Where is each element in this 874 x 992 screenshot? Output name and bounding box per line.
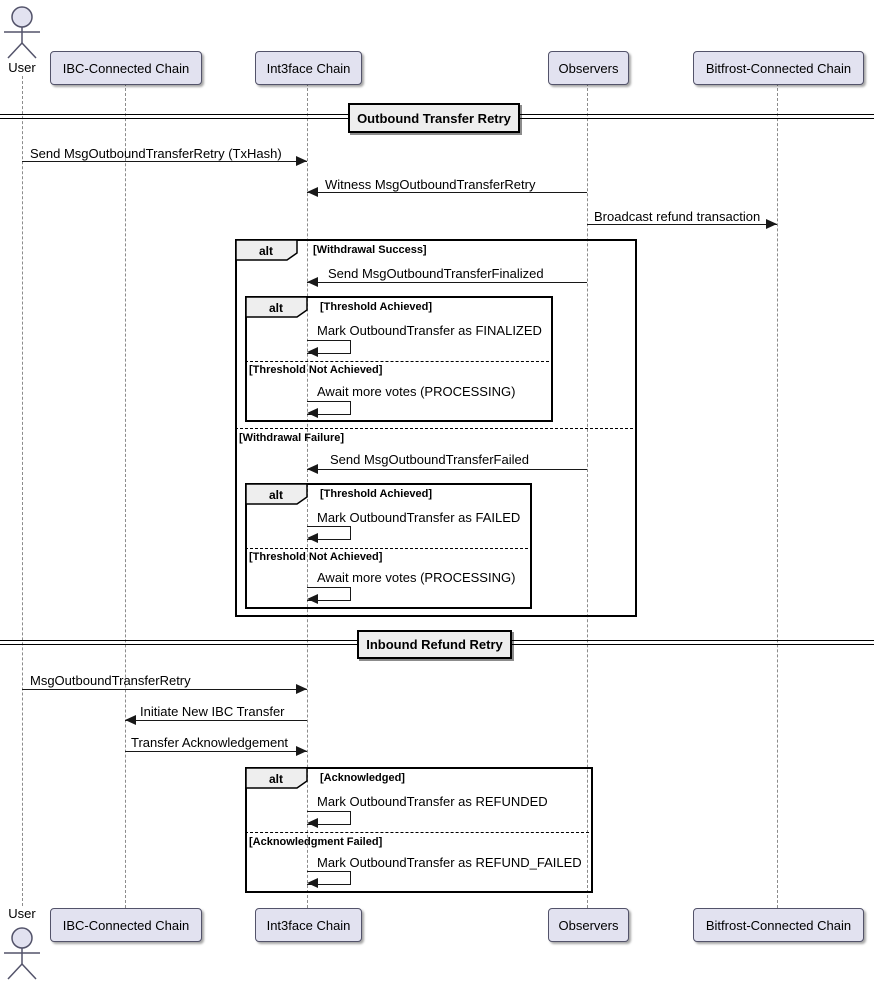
message-await-votes-2-label: Await more votes (PROCESSING) xyxy=(317,570,516,585)
message-send-failed-label: Send MsgOutboundTransferFailed xyxy=(330,452,529,467)
actor-label-top: User xyxy=(8,60,36,75)
participant-bitfrost-chain-top: Bitfrost-Connected Chain xyxy=(693,51,864,85)
self-message-loop xyxy=(307,871,351,885)
participant-observers-top: Observers xyxy=(548,51,629,85)
message-mark-refunded-label: Mark OutboundTransfer as REFUNDED xyxy=(317,794,548,809)
alt-frame-threshold-2-divider xyxy=(245,548,528,549)
alt-frame-threshold-1 xyxy=(245,296,553,422)
guard-threshold-not-achieved-1: [Threshold Not Achieved] xyxy=(249,364,383,376)
self-message-loop xyxy=(307,526,351,540)
guard-threshold-achieved-1: [Threshold Achieved] xyxy=(320,301,433,313)
message-initiate-ibc-line xyxy=(125,720,307,721)
message-mark-failed-label: Mark OutboundTransfer as FAILED xyxy=(317,510,521,525)
arrowhead-right-icon xyxy=(766,219,777,229)
svg-text:alt: alt xyxy=(269,301,283,315)
guard-withdrawal-success: [Withdrawal Success] xyxy=(313,244,427,256)
user-actor-icon xyxy=(4,6,40,59)
message-retry-inbound-label: MsgOutboundTransferRetry xyxy=(30,673,191,688)
lifeline-user xyxy=(22,76,23,906)
arrowhead-left-icon xyxy=(307,818,318,828)
message-transfer-ack-label: Transfer Acknowledgement xyxy=(131,735,289,750)
arrowhead-right-icon xyxy=(296,684,307,694)
arrowhead-left-icon xyxy=(307,533,318,543)
participant-int3face-chain-top: Int3face Chain xyxy=(255,51,362,85)
arrowhead-right-icon xyxy=(296,156,307,166)
guard-acknowledged: [Acknowledged] xyxy=(320,772,405,784)
alt-frame-acknowledged xyxy=(245,767,593,893)
participant-ibc-chain-top: IBC-Connected Chain xyxy=(50,51,202,85)
lifeline-ibc-chain xyxy=(125,83,126,908)
alt-frame-threshold-2-tab: alt xyxy=(246,484,308,505)
alt-frame-withdrawal-tab: alt xyxy=(236,240,298,261)
alt-frame-withdrawal-divider xyxy=(235,428,633,429)
message-mark-finalized-label: Mark OutboundTransfer as FINALIZED xyxy=(317,323,542,338)
message-send-finalized-line xyxy=(307,282,587,283)
guard-threshold-not-achieved-2: [Threshold Not Achieved] xyxy=(249,551,383,563)
message-transfer-ack-line xyxy=(125,751,307,752)
self-message-loop xyxy=(307,587,351,601)
guard-acknowledgment-failed: [Acknowledgment Failed] xyxy=(249,836,383,848)
message-send-finalized-label: Send MsgOutboundTransferFinalized xyxy=(328,266,544,281)
alt-frame-threshold-1-divider xyxy=(245,361,549,362)
arrowhead-left-icon xyxy=(307,408,318,418)
guard-withdrawal-failure: [Withdrawal Failure] xyxy=(239,432,345,444)
arrowhead-left-icon xyxy=(307,277,318,287)
alt-frame-threshold-2 xyxy=(245,483,532,609)
message-initiate-ibc-label: Initiate New IBC Transfer xyxy=(140,704,285,719)
message-send-failed-line xyxy=(307,469,587,470)
arrowhead-left-icon xyxy=(125,715,136,725)
message-broadcast-refund-line xyxy=(587,224,777,225)
divider-inbound-refund-retry: Inbound Refund Retry xyxy=(357,630,512,659)
participant-ibc-chain-bottom: IBC-Connected Chain xyxy=(50,908,202,942)
alt-frame-threshold-1-tab: alt xyxy=(246,297,308,318)
participant-observers-bottom: Observers xyxy=(548,908,629,942)
arrowhead-right-icon xyxy=(296,746,307,756)
message-mark-refund-failed-label: Mark OutboundTransfer as REFUND_FAILED xyxy=(317,855,582,870)
svg-text:alt: alt xyxy=(259,244,273,258)
arrowhead-left-icon xyxy=(307,464,318,474)
lifeline-observers xyxy=(587,83,588,908)
user-actor-icon xyxy=(4,927,40,980)
svg-text:alt: alt xyxy=(269,772,283,786)
message-await-votes-1-label: Await more votes (PROCESSING) xyxy=(317,384,516,399)
arrowhead-left-icon xyxy=(307,594,318,604)
message-broadcast-refund-label: Broadcast refund transaction xyxy=(594,209,761,224)
divider-outbound-transfer-retry: Outbound Transfer Retry xyxy=(348,103,520,133)
arrowhead-left-icon xyxy=(307,878,318,888)
alt-frame-acknowledged-divider xyxy=(245,832,589,833)
participant-bitfrost-chain-bottom: Bitfrost-Connected Chain xyxy=(693,908,864,942)
arrowhead-left-icon xyxy=(307,347,318,357)
actor-label-bottom: User xyxy=(8,906,36,921)
lifeline-bitfrost-chain xyxy=(777,83,778,908)
guard-threshold-achieved-2: [Threshold Achieved] xyxy=(320,488,433,500)
svg-text:alt: alt xyxy=(269,488,283,502)
self-message-loop xyxy=(307,340,351,354)
alt-frame-acknowledged-tab: alt xyxy=(246,768,308,789)
participant-int3face-chain-bottom: Int3face Chain xyxy=(255,908,362,942)
arrowhead-left-icon xyxy=(307,187,318,197)
message-send-retry-line xyxy=(22,161,307,162)
message-send-retry-label: Send MsgOutboundTransferRetry (TxHash) xyxy=(30,146,282,161)
message-retry-inbound-line xyxy=(22,689,307,690)
self-message-loop xyxy=(307,811,351,825)
self-message-loop xyxy=(307,401,351,415)
message-witness-retry-line xyxy=(307,192,587,193)
message-witness-retry-label: Witness MsgOutboundTransferRetry xyxy=(325,177,536,192)
